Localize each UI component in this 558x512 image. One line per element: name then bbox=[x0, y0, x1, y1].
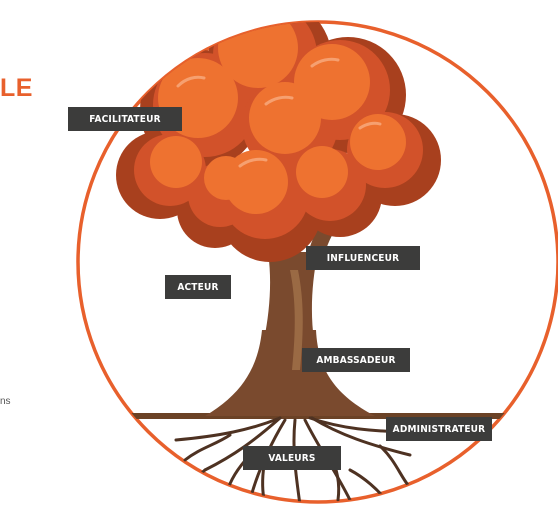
label-influenceur: INFLUENCEUR bbox=[306, 246, 420, 270]
label-acteur: ACTEUR bbox=[165, 275, 231, 299]
label-valeurs: VALEURS bbox=[243, 446, 341, 470]
side-text-fragment: ns bbox=[0, 396, 11, 407]
label-facilitateur: FACILITATEUR bbox=[68, 107, 182, 131]
trunk-base bbox=[205, 330, 375, 416]
heading-fragment: LE bbox=[0, 74, 33, 102]
trunk-highlight bbox=[290, 270, 303, 370]
label-ambassadeur: AMBASSADEUR bbox=[302, 348, 410, 372]
trunk bbox=[264, 252, 318, 340]
label-administrateur: ADMINISTRATEUR bbox=[386, 417, 492, 441]
